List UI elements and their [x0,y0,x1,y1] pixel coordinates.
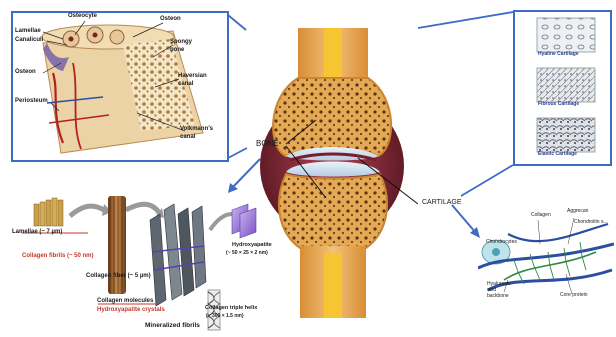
lamellae-rods [34,198,63,226]
label-collagen: Collagen [531,212,551,218]
label-chondroitin: Chondroitin s... [574,219,608,225]
label-hydroxyapatite-size: (~ 50 × 25 × 2 nm) [226,250,268,256]
label-hyaluronic: Hyaluronic acid backbone [487,281,517,299]
bone-label: BONE [256,139,279,148]
cartilage-label: CARTILAGE [422,199,462,206]
hydroxyapatite-crystals [232,204,256,238]
label-chondrocytes: Chondrocytes [486,239,517,245]
mineralized-fibrils [150,204,206,306]
cartilage-item-elastic: Elastic Cartilage [538,151,577,157]
label-collagen-fiber: Collagen fiber (~ 5 µm) [86,273,151,279]
label-triple-helix: Collagen triple helix [205,305,257,311]
label-haversian-canal: Haversian canal [178,72,214,88]
label-periosteum: Periosteum [15,98,48,104]
label-core-protein: Core protein [560,292,588,298]
cartilage-item-fibrous: Fibrous Cartilage [538,101,579,107]
label-triple-helix-size: (~ 300 × 1.5 nm) [206,313,244,319]
label-collagen-fibrils: Collagen fibrils (~ 50 nm) [22,253,94,259]
cartilage-item-hyaline: Hyaline Cartilage [538,51,579,57]
label-collagen-molecules: Collagen molecules [97,298,153,304]
label-canaliculi: Canaliculi [15,37,43,43]
label-lamellae-size: Lamellae (~ 7 µm) [12,229,62,235]
label-osteocyte: Osteocyte [68,13,97,19]
label-hydroxyapatite: Hydroxyapatite [232,242,272,248]
label-hydroxyapatite-crystals: Hydroxyapatite crystals [97,307,165,313]
label-aggrecan: Aggrecan [567,208,588,214]
cartilage-types-panel [513,10,612,166]
label-mineralized-fibrils: Mineralized fibrils [145,322,200,329]
cartilage-micrographs [515,12,610,164]
label-osteon-left: Osteon [15,69,36,75]
label-spongy-bone: Spongy bone [170,38,200,54]
label-osteon-top: Osteon [160,16,181,22]
label-volkmanns-canal: Volkmann's canal [180,125,216,141]
joint-illustration [246,28,418,318]
label-lamellae: Lamellae [15,28,41,34]
